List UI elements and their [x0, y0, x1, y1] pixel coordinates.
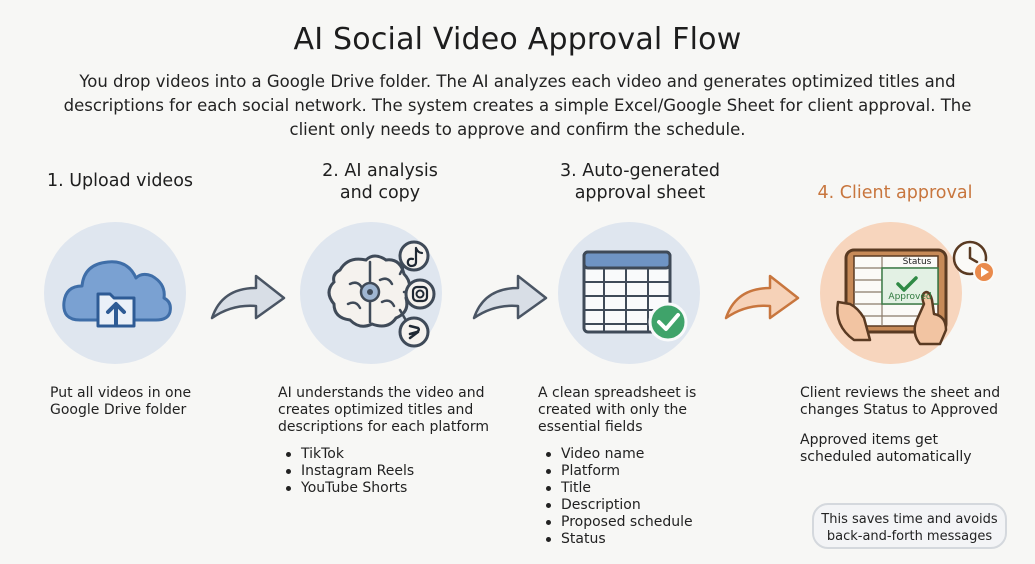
step-1-circle [44, 222, 186, 364]
list-item: Video name [546, 446, 728, 463]
list-item: Status [546, 531, 728, 548]
step-2-circle [300, 222, 442, 364]
cloud-upload-icon [62, 260, 172, 328]
step-4-description: Client reviews the sheet and changes Sta… [800, 385, 1001, 418]
field-list: Video name Platform Title Description Pr… [538, 446, 728, 548]
diagram-title: AI Social Video Approval Flow [293, 22, 742, 57]
arrow-right-icon [210, 274, 286, 320]
arrow-right-icon [472, 274, 548, 320]
list-item: Proposed schedule [546, 514, 728, 531]
step-1-description: Put all videos in one Google Drive folde… [50, 385, 192, 418]
list-item: Description [546, 497, 728, 514]
step-2-title-line2: and copy [339, 183, 421, 203]
ai-brain-icon [327, 240, 436, 348]
arrow-right-icon [724, 274, 800, 320]
sheet-status-value: Approved [888, 292, 932, 302]
step-3-title-line2: approval sheet [574, 183, 706, 203]
platform-list: TikTok Instagram Reels YouTube Shorts [278, 446, 493, 497]
diagram-subtitle: You drop videos into a Google Drive fold… [63, 72, 972, 139]
step-3-title: 3. Auto-generated approval sheet [540, 160, 740, 204]
step-3-description-block: A clean spreadsheet is created with only… [538, 385, 728, 548]
step-3-title-line1: 3. Auto-generated [560, 161, 720, 181]
step-2-description: AI understands the video and creates opt… [278, 385, 489, 435]
step-3-circle [558, 222, 700, 364]
step-4-description-block: Client reviews the sheet and changes Sta… [800, 385, 1005, 466]
step-3-description: A clean spreadsheet is created with only… [538, 385, 697, 435]
list-item: Title [546, 480, 728, 497]
step-1-title: 1. Upload videos [46, 171, 194, 191]
step-2-description-block: AI understands the video and creates opt… [278, 385, 493, 497]
list-item: Instagram Reels [286, 463, 493, 480]
step-4-description-2: Approved items get scheduled automatical… [800, 432, 972, 465]
list-item: YouTube Shorts [286, 480, 493, 497]
step-2-title: 2. AI analysis and copy [300, 160, 460, 204]
list-item: Platform [546, 463, 728, 480]
tablet-approval-icon [836, 248, 948, 346]
step-4-title: 4. Client approval [817, 183, 973, 203]
step-4-circle: Status Approved [820, 222, 962, 364]
list-item: TikTok [286, 446, 493, 463]
spreadsheet-check-icon [582, 250, 688, 342]
step-2-title-line1: 2. AI analysis [322, 161, 438, 181]
sheet-status-header: Status [902, 257, 932, 267]
clock-schedule-icon [952, 240, 995, 283]
note-callout: This saves time and avoids back-and-fort… [812, 503, 1007, 549]
